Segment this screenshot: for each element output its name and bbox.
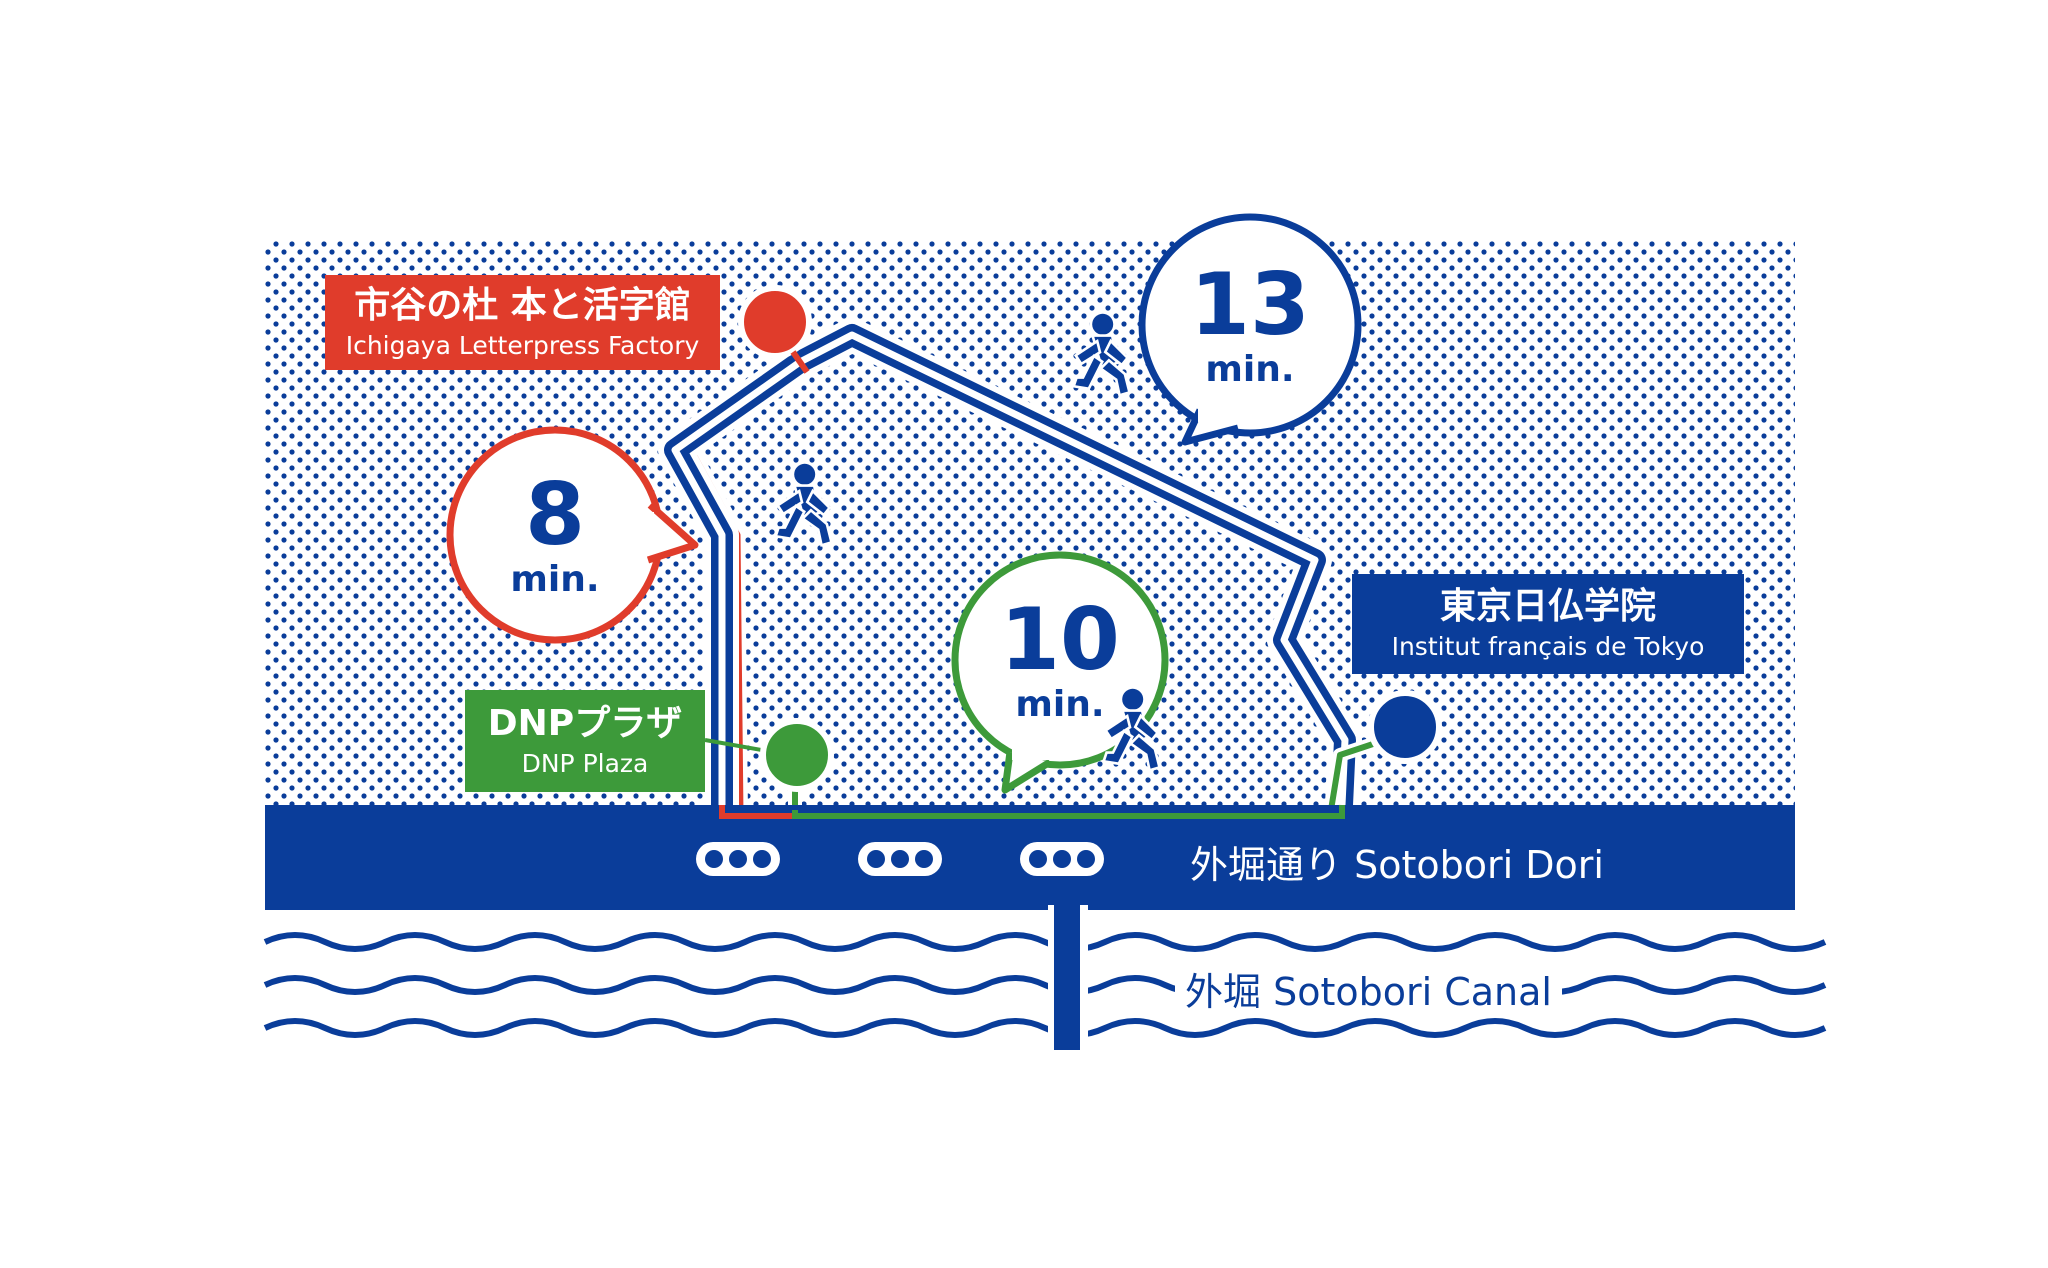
ichigaya-label-en: Ichigaya Letterpress Factory: [345, 330, 700, 360]
institut-label-ja: 東京日仏学院: [1439, 586, 1656, 628]
sotobori-canal-label: 外堀 Sotobori Canal: [1175, 961, 1562, 1016]
ichigaya-location-pin-icon[interactable]: [738, 285, 812, 359]
traffic-signal-icon: [1020, 842, 1104, 876]
blue-time-bubble-icon: [1138, 213, 1362, 446]
sotobori-dori-label: 外堀通り Sotobori Dori: [1190, 843, 1604, 887]
canal-waves: [263, 932, 1827, 1038]
institut-location-pin-icon[interactable]: [1368, 690, 1442, 764]
institut-label[interactable]: 東京日仏学院 Institut français de Tokyo: [1352, 574, 1744, 674]
institut-label-en: Institut français de Tokyo: [1391, 632, 1705, 662]
dnp-plaza-label-en: DNP Plaza: [521, 749, 649, 779]
blue-route: [658, 318, 1362, 806]
dnp-plaza-location-pin-icon[interactable]: [760, 718, 834, 792]
canal-bridge: [1054, 905, 1080, 1050]
ichigaya-label[interactable]: 市谷の杜 本と活字館 Ichigaya Letterpress Factory: [325, 275, 720, 370]
dnp-plaza-label[interactable]: DNPプラザ DNP Plaza: [465, 690, 705, 792]
dnp-plaza-label-ja: DNPプラザ: [487, 703, 683, 745]
traffic-signal-icon: [696, 842, 780, 876]
red-time-bubble-icon: [446, 426, 699, 644]
traffic-signal-icon: [858, 842, 942, 876]
green-time-bubble-icon: [951, 551, 1169, 794]
ichigaya-label-ja: 市谷の杜 本と活字館: [354, 284, 691, 326]
